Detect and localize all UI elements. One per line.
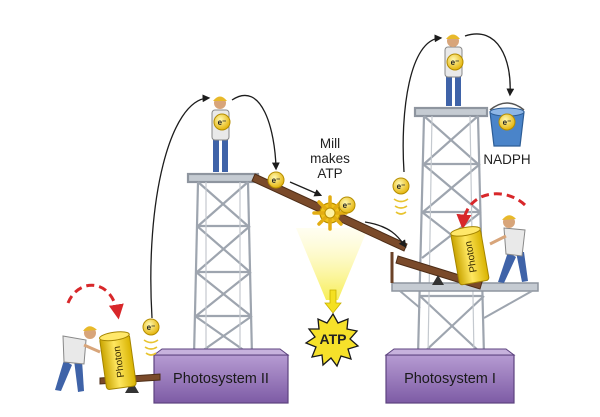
mill-caption: Mill makes ATP: [300, 136, 360, 181]
electron-ps1-start: [392, 177, 410, 215]
electron-label: e⁻: [343, 201, 352, 210]
electron-label: e⁻: [147, 323, 156, 332]
seesaw-fulcrum-ps1: [432, 275, 444, 285]
photosystem-1-label: Photosystem I: [404, 371, 496, 387]
electron-label: e⁻: [272, 176, 281, 185]
electron-ps2-start: [142, 318, 160, 356]
light-cone: [296, 228, 368, 300]
photon-label: Photon: [112, 345, 127, 378]
worker-ps2-ground: [55, 326, 101, 392]
mill-caption-line-2: makes: [310, 151, 350, 167]
electron-label: e⁻: [451, 58, 460, 67]
nadph-label: NADPH: [483, 152, 531, 167]
electron-in-bucket: [498, 113, 516, 131]
mill-caption-line-3: ATP: [317, 166, 343, 182]
photosystem-2-box: [153, 354, 289, 404]
photosystem-2-tower: [186, 172, 260, 357]
photosystem-1-box: [385, 354, 515, 404]
photon-can-ps2: [99, 331, 137, 390]
electron-ps2-top: [213, 113, 231, 131]
electron-at-mill: [338, 196, 356, 214]
atp-mill-wheel: [312, 195, 348, 231]
atp-burst: [304, 312, 360, 368]
electron-label: e⁻: [503, 118, 512, 127]
seesaw-fulcrum-ps2: [125, 381, 139, 393]
electron-ps1-top: [446, 53, 464, 71]
atp-label: ATP: [319, 331, 347, 347]
photosystem-2-label: Photosystem II: [173, 371, 269, 387]
mill-caption-line-1: Mill: [319, 136, 341, 151]
photon-label: Photon: [463, 240, 479, 273]
worker-ps1-platform: [489, 215, 528, 283]
electron-label: e⁻: [218, 118, 227, 127]
worker-ps2-top: [211, 96, 230, 172]
photon-can-ps1: [450, 226, 490, 286]
electron-label: e⁻: [397, 182, 406, 191]
photosystem-1-tower: [413, 106, 489, 357]
electron-on-ramp: [267, 171, 285, 189]
